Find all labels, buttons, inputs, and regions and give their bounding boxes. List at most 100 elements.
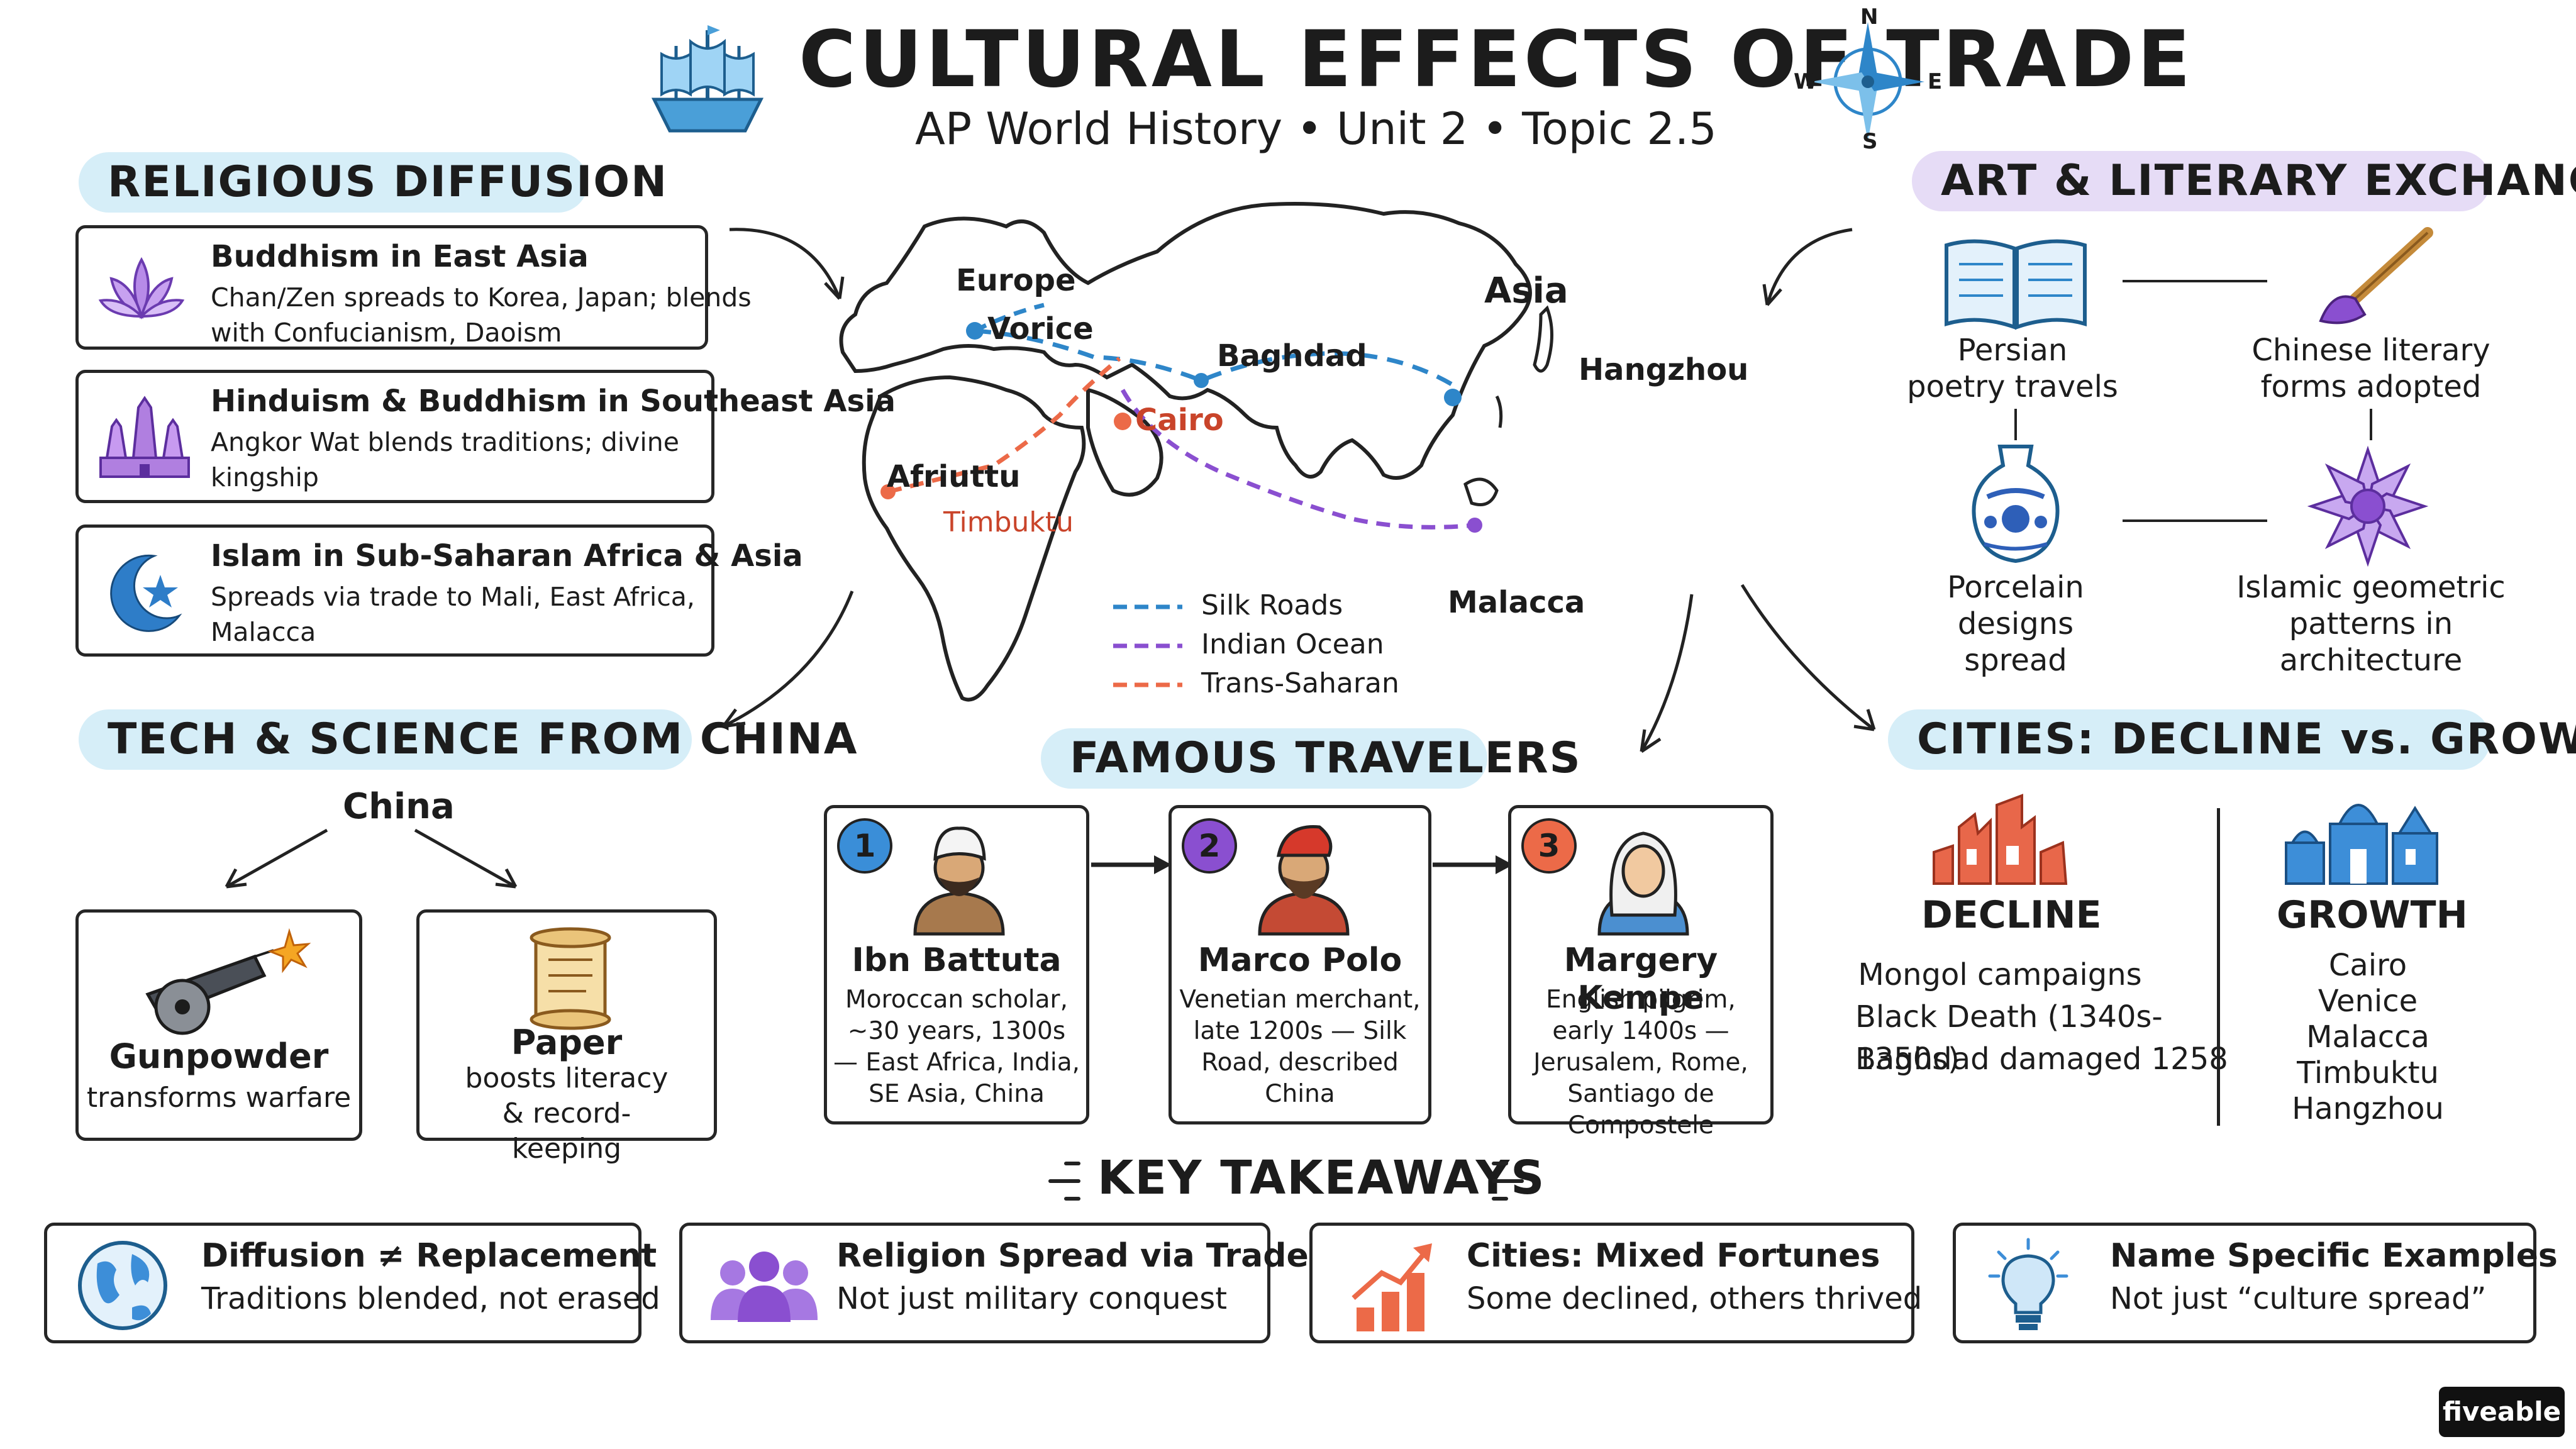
takeaway-card: Religion Spread via Trade Not just milit… xyxy=(679,1223,1309,1343)
lotus-icon xyxy=(98,257,185,319)
takeaway-desc: Not just military conquest xyxy=(836,1281,1228,1316)
section-cities: CITIES: DECLINE vs. GROWTH xyxy=(1888,709,2576,770)
section-art-literary: ART & LITERARY EXCHANGE xyxy=(1912,151,2576,211)
legend-trans-saharan: Trans-Saharan xyxy=(1201,667,1399,699)
traveler-desc: Moroccan scholar, ~30 years, 1300s — Eas… xyxy=(833,985,1080,1108)
traveler-card: 2 Marco Polo Venetian merchant, late 120… xyxy=(1169,805,1431,1124)
tech-title: Gunpowder xyxy=(109,1036,329,1076)
growing-city-icon xyxy=(2285,804,2438,885)
route-indian-ocean xyxy=(1120,389,1475,530)
compass-n: N xyxy=(1860,4,1879,30)
traveler-card: 3 Margery Kempe English pilgrim, early 1… xyxy=(1508,805,1774,1140)
city-dot-malacca xyxy=(1467,518,1482,533)
legend-indian-ocean: Indian Ocean xyxy=(1201,628,1384,660)
ruined-city-icon xyxy=(1933,794,2068,885)
crescent-star-icon xyxy=(110,554,182,632)
compass-rose: N S E W xyxy=(1794,4,1943,154)
decline-item: Black Death (1340s-1350s) xyxy=(1855,999,2163,1077)
world-map xyxy=(839,202,1553,702)
cities-divider xyxy=(2217,808,2220,1126)
traveler-number: 2 xyxy=(1182,818,1237,874)
growth-item: Cairo xyxy=(2328,948,2407,983)
map-label-cairo: Cairo xyxy=(1135,402,1224,438)
religion-card-buddhism: Buddhism in East Asia Chan/Zen spreads t… xyxy=(75,225,752,350)
takeaway-desc: Traditions blended, not erased xyxy=(201,1281,660,1316)
compass-s: S xyxy=(1862,129,1878,154)
compass-w: W xyxy=(1794,69,1818,94)
religion-title: Buddhism in East Asia xyxy=(211,239,589,274)
map-label-timbuktu: Timbuktu xyxy=(943,506,1074,538)
traveler-number: 1 xyxy=(837,818,892,874)
decline-item: Mongol campaigns xyxy=(1858,957,2142,992)
tech-title: Paper xyxy=(511,1023,623,1062)
map-label-africa: Afriuttu xyxy=(887,459,1021,494)
geometric-pattern-icon xyxy=(2307,445,2429,567)
brand-logo[interactable]: fiveable xyxy=(2439,1387,2565,1437)
takeaway-card: Diffusion ≠ Replacement Traditions blend… xyxy=(44,1223,660,1343)
traveler-desc: Venetian merchant, late 1200s — Silk Roa… xyxy=(1179,985,1421,1108)
arabia-outline xyxy=(1086,387,1163,497)
art-label: Persian poetry travels xyxy=(1907,333,2118,404)
city-dot-timbuktu xyxy=(880,484,896,499)
compass-icon xyxy=(1811,22,1924,142)
traveler-arrow xyxy=(1091,855,1172,874)
growth-item: Hangzhou xyxy=(2292,1091,2444,1126)
religion-title: Hinduism & Buddhism in Southeast Asia xyxy=(211,384,896,419)
traveler-card: 1 Ibn Battuta Moroccan scholar, ~30 year… xyxy=(824,805,1089,1124)
temple-icon xyxy=(99,396,190,478)
map-label-asia: Asia xyxy=(1484,270,1568,311)
vase-icon xyxy=(1972,445,2060,564)
tech-card-paper: Paper boosts literacy & record-keeping xyxy=(416,909,717,1165)
traveler-arrow xyxy=(1433,855,1513,874)
lightbulb-icon xyxy=(1988,1238,2068,1330)
takeaways-deco-left xyxy=(1048,1162,1080,1201)
takeaway-title: Cities: Mixed Fortunes xyxy=(1467,1237,1880,1275)
growth-item: Malacca xyxy=(2306,1019,2429,1055)
tech-desc: transforms warfare xyxy=(86,1082,352,1114)
book-icon xyxy=(1945,239,2087,330)
art-label: Porcelain designs spread xyxy=(1947,570,2084,678)
bar-chart-icon xyxy=(1352,1243,1432,1331)
takeaway-desc: Not just “culture spread” xyxy=(2110,1281,2487,1316)
takeaway-title: Religion Spread via Trade xyxy=(836,1237,1309,1275)
tech-branch-arrows xyxy=(225,828,518,889)
route-trans-saharan xyxy=(887,357,1121,494)
page-subtitle: AP World History • Unit 2 • Topic 2.5 xyxy=(915,103,1717,155)
takeaways-heading: KEY TAKEAWAYS xyxy=(1097,1151,1546,1205)
tech-origin-china: China xyxy=(343,786,455,827)
map-label-malacca: Malacca xyxy=(1448,585,1585,620)
map-label-europe: Europe xyxy=(956,263,1076,298)
section-famous-travelers: FAMOUS TRAVELERS xyxy=(1041,728,1580,789)
tech-card-gunpowder: Gunpowder transforms warfare xyxy=(75,909,362,1141)
decline-item: Baghdad damaged 1258 xyxy=(1855,1041,2228,1077)
city-dot-venice xyxy=(966,322,984,340)
growth-item: Timbuktu xyxy=(2297,1055,2439,1091)
growth-title: GROWTH xyxy=(2277,893,2468,937)
takeaway-card: Cities: Mixed Fortunes Some declined, ot… xyxy=(1309,1223,1922,1343)
religion-card-hinduism: Hinduism & Buddhism in Southeast Asia An… xyxy=(75,370,896,503)
islands-outline xyxy=(1463,477,1499,506)
page-title: CULTURAL EFFECTS OF TRADE xyxy=(799,14,2194,105)
takeaway-card: Name Specific Examples Not just “culture… xyxy=(1953,1223,2558,1343)
legend-silk-roads: Silk Roads xyxy=(1201,589,1343,621)
map-label-baghdad: Baghdad xyxy=(1217,338,1367,374)
globe-icon xyxy=(78,1241,167,1330)
religion-desc: Spreads via trade to Mali, East Africa, … xyxy=(211,582,695,647)
religion-desc: Angkor Wat blends traditions; divine kin… xyxy=(211,427,680,492)
traveler-portrait-icon xyxy=(1597,831,1689,936)
religion-title: Islam in Sub-Saharan Africa & Asia xyxy=(211,538,803,574)
compass-e: E xyxy=(1928,69,1943,94)
tech-desc: boosts literacy & record-keeping xyxy=(465,1062,669,1165)
traveler-portrait-icon xyxy=(913,826,1005,936)
religion-card-islam: Islam in Sub-Saharan Africa & Asia Sprea… xyxy=(75,525,803,657)
africa-outline xyxy=(862,375,1086,702)
cannon-icon xyxy=(145,928,311,1035)
traveler-name: Ibn Battuta xyxy=(852,941,1062,979)
art-label: Chinese literary forms adopted xyxy=(2251,333,2490,404)
city-dot-cairo xyxy=(1114,413,1131,430)
takeaway-title: Name Specific Examples xyxy=(2110,1237,2558,1275)
decline-title: DECLINE xyxy=(1921,893,2102,937)
traveler-portrait-icon xyxy=(1258,825,1350,936)
